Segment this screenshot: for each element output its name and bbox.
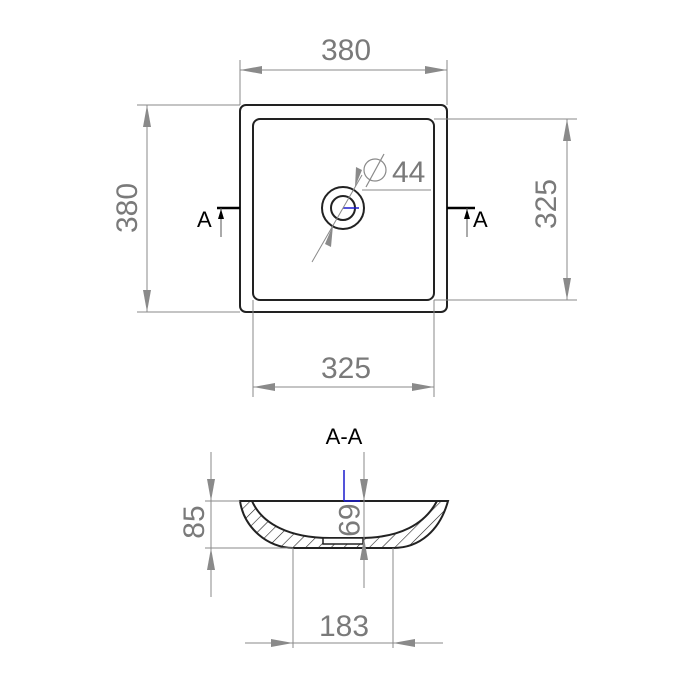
dimension-drain-diameter: 44 [311, 153, 431, 263]
section-marker-left: A [197, 206, 240, 237]
dimension-inner-width-325: 325 [252, 300, 435, 397]
diameter-symbol-icon [363, 158, 387, 182]
dimension-text: 183 [319, 610, 369, 643]
dimension-text: 69 [332, 503, 365, 536]
dimension-inner-height-325: 325 [434, 118, 577, 301]
diameter-symbol-slash [365, 153, 385, 188]
dimension-width-380: 380 [239, 34, 448, 105]
dimension-height-380: 380 [111, 104, 240, 313]
dimension-basin-depth-69: 69 [332, 452, 368, 588]
basin-inner-outline [252, 118, 435, 301]
dimension-total-height-85: 85 [178, 452, 293, 597]
dimension-text: 44 [392, 156, 425, 189]
drain-section [322, 537, 364, 545]
section-view: A-A 85 69 183 [178, 424, 450, 648]
section-label: A [197, 207, 212, 232]
drain-outer-circle [321, 186, 365, 230]
section-title: A-A [326, 424, 363, 449]
dimension-text: 380 [321, 34, 371, 67]
section-hatch [240, 501, 448, 548]
section-marker-right: A [447, 206, 488, 237]
section-label: A [473, 207, 488, 232]
dimension-text: 85 [178, 505, 211, 538]
dimension-text: 325 [321, 352, 371, 385]
dimension-base-width-183: 183 [245, 548, 443, 648]
dimension-text: 380 [111, 183, 144, 233]
dimension-text: 325 [530, 179, 563, 229]
plan-view: 380 380 325 325 [111, 34, 577, 397]
